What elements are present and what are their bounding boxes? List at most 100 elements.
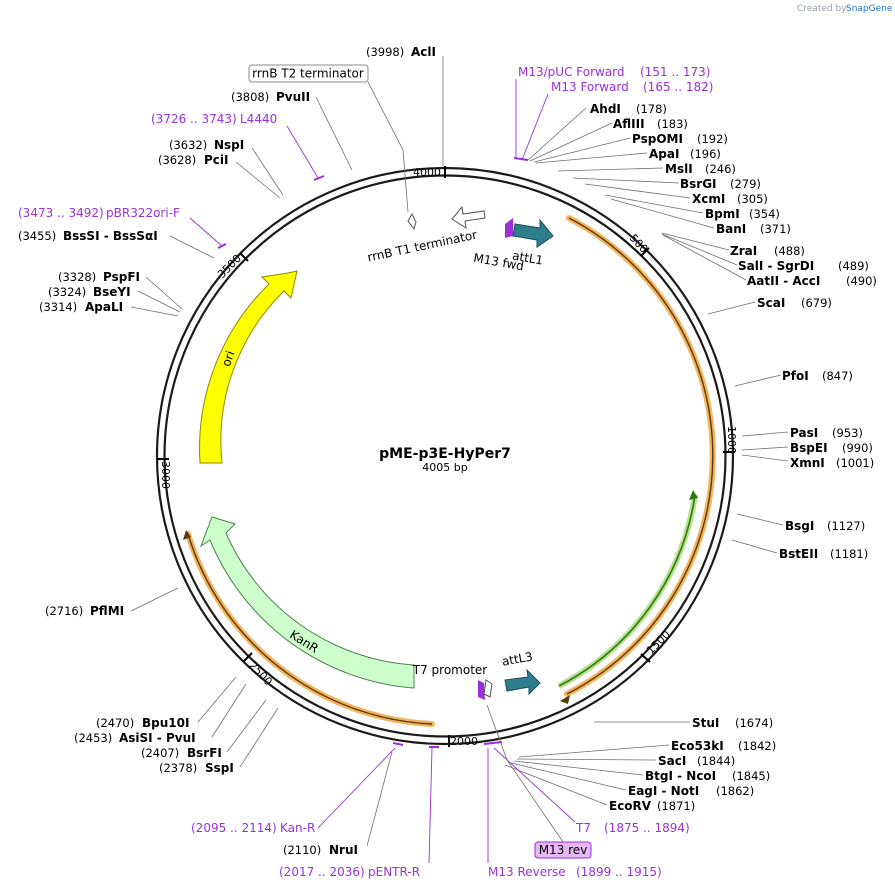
pos-ecorv: (1871) <box>657 799 695 813</box>
pos-eco53ki: (1842) <box>738 739 776 753</box>
enzyme-xmni: XmnI <box>790 456 825 470</box>
leader-scai <box>707 301 756 315</box>
primer-pbr322-name: pBR322ori-F <box>106 206 180 220</box>
primer-kanr-range: (2095 .. 2114) <box>191 821 277 835</box>
green-feature-arc <box>557 490 698 689</box>
pos-nspi: (3632) <box>169 138 207 152</box>
pos-asisi: (2453) <box>74 731 112 745</box>
leader-msli <box>557 167 664 172</box>
leader-pflmi <box>130 587 179 612</box>
primer-pentr-range: (2017 .. 2036) <box>279 865 365 879</box>
enzyme-apai: ApaI <box>649 147 679 161</box>
snapgene-credit: Created by SnapGene <box>797 4 893 14</box>
ori-label: ori <box>219 349 237 368</box>
svg-text:SnapGene: SnapGene <box>846 4 893 14</box>
primer-m13reverse-name: M13 Reverse <box>488 865 566 879</box>
pos-pspfi: (3328) <box>58 270 96 284</box>
attl1-label: attL1 <box>511 248 544 267</box>
attl1-arrow <box>512 218 554 248</box>
leader-ecorv <box>504 764 608 806</box>
rrnb-t1-label: rrnB T1 terminator <box>366 228 478 265</box>
attl3-arrow <box>504 668 541 696</box>
leader-l4440 <box>286 125 319 179</box>
pos-scai: (679) <box>801 296 832 310</box>
pos-aatii: (490) <box>846 274 877 288</box>
leader-bpu10i <box>197 676 237 723</box>
attl3-label: attL3 <box>501 649 534 668</box>
leader-eco53ki <box>518 744 670 758</box>
enzyme-bpu10i: Bpu10I <box>142 716 189 730</box>
green-arc <box>558 494 696 687</box>
pos-nrui: (2110) <box>283 843 321 857</box>
primer-labels: M13/pUC Forward (151 .. 173) M13 Forward… <box>18 65 713 879</box>
enzyme-aatii: AatII - AccI <box>747 274 820 288</box>
leader-ahdi <box>526 107 587 162</box>
enzyme-pspfi: PspFI <box>103 270 140 284</box>
leader-sspi <box>239 707 279 768</box>
enzyme-asisi: AsiSI - PvuI <box>119 731 196 745</box>
pos-msli: (246) <box>705 162 736 176</box>
leader-bsgi <box>736 513 784 526</box>
t7-marker <box>478 680 485 700</box>
leader-bseyi <box>137 290 181 313</box>
leader-pspomi <box>533 137 631 163</box>
svg-text:Created by: Created by <box>797 4 847 14</box>
pos-acli: (3998) <box>366 45 404 59</box>
enzyme-zrai: ZraI <box>730 244 757 258</box>
leader-pspfi <box>145 276 183 310</box>
primer-mark-kanr <box>392 742 404 746</box>
plasmid-length: 4005 bp <box>422 461 467 474</box>
pos-pvuii: (3808) <box>231 90 269 104</box>
primer-kanr-name: Kan-R <box>280 821 315 835</box>
primer-m13fwd-range: (165 .. 182) <box>643 80 713 94</box>
primer-pbr322-range: (3473 .. 3492) <box>18 206 104 220</box>
leader-pfoi <box>734 374 782 387</box>
primer-m13reverse-range: (1899 .. 1915) <box>576 865 662 879</box>
primer-mark-m13puc <box>513 157 529 161</box>
pos-ahdi: (178) <box>636 102 667 116</box>
m13-fwd-marker <box>505 218 513 238</box>
enzyme-saci: SacI <box>658 754 686 768</box>
leader-t7 <box>493 747 576 823</box>
enzyme-pvuii: PvuII <box>276 90 310 104</box>
primer-marks <box>217 157 529 748</box>
t7-promoter-marker <box>483 679 493 698</box>
rrnb-t2-box <box>248 64 369 83</box>
enzyme-msli: MslI <box>665 162 693 176</box>
enzyme-pspomi: PspOMI <box>632 132 683 146</box>
enzyme-sspi: SspI <box>205 761 234 775</box>
pos-sali: (489) <box>838 259 869 273</box>
enzyme-nspi: NspI <box>214 138 244 152</box>
enzyme-bseyi: BseYI <box>93 285 131 299</box>
pos-bsteii: (1181) <box>830 547 868 561</box>
primer-m13fwd-name: M13 Forward <box>551 80 629 94</box>
pos-afliii: (183) <box>657 117 688 131</box>
leader-bsrgi <box>572 177 680 184</box>
leader-bsssi <box>169 235 215 259</box>
enzyme-ahdi: AhdI <box>590 102 621 116</box>
enzyme-bspei: BspEI <box>790 441 828 455</box>
enzyme-labels-left: (3998) AclI (3808) PvuII (3632) NspI (36… <box>18 45 436 857</box>
enzyme-bsrgi: BsrGI <box>680 177 717 191</box>
pos-pflmi: (2716) <box>45 604 83 618</box>
leader-asisi <box>211 683 247 738</box>
tick-label-2000: 2000 <box>450 735 478 748</box>
tick-label-1000: 1000 <box>725 426 738 454</box>
leader-bpmi <box>604 194 704 214</box>
pos-bpmi: (354) <box>749 207 780 221</box>
pos-xmni: (1001) <box>836 456 874 470</box>
enzyme-bsgi: BsgI <box>785 519 814 533</box>
pos-bspei: (990) <box>842 441 873 455</box>
primer-t7-name: T7 <box>575 821 591 835</box>
pos-apai: (196) <box>690 147 721 161</box>
primer-l4440-range: (3726 .. 3743) <box>151 112 237 126</box>
leader-kanr <box>317 747 396 829</box>
enzyme-stui: StuI <box>692 716 719 730</box>
enzyme-pflmi: PflMI <box>90 604 124 618</box>
rrnb-t2-marker <box>407 212 417 231</box>
primer-t7-range: (1875 .. 1894) <box>604 821 690 835</box>
rrnb-t1-arrow <box>451 205 486 230</box>
leader-bspei <box>741 446 789 451</box>
enzyme-bani: BanI <box>716 222 746 236</box>
